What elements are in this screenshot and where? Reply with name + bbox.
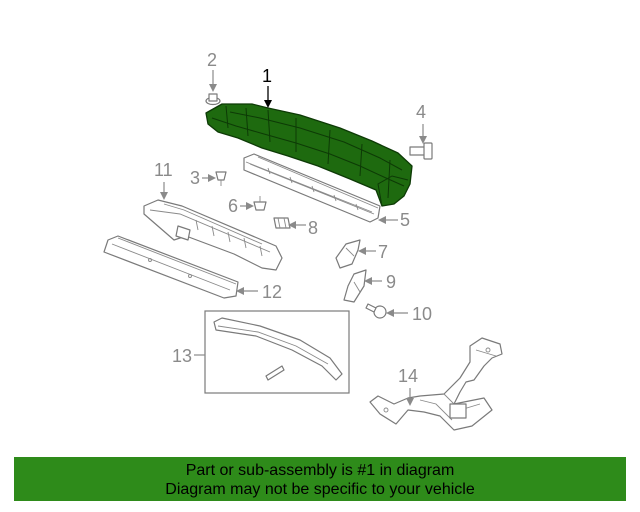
callout-8-label: 8 [308,218,318,238]
callout-8: 8 [288,218,318,238]
part-2-clip[interactable] [205,93,221,106]
part-1-bumper-absorber[interactable] [205,103,413,207]
part-3-clip[interactable] [215,171,227,186]
callout-10: 10 [386,304,432,324]
callout-10-label: 10 [412,304,432,324]
callout-1-label: 1 [262,66,272,86]
callout-2: 2 [207,50,217,92]
callout-7-label: 7 [378,242,388,262]
part-13-kit-box[interactable] [204,310,350,394]
callout-12-label: 12 [262,282,282,302]
part-10-bolt[interactable] [365,303,387,319]
part-8-clip[interactable] [273,217,291,229]
callout-14-label: 14 [398,366,418,386]
callout-4-label: 4 [416,102,426,122]
callout-9-label: 9 [386,272,396,292]
part-6-clip[interactable] [253,196,267,211]
callout-13: 13 [172,346,205,366]
part-9-bracket[interactable] [343,269,367,303]
callout-6: 6 [228,196,254,216]
notice-line-2: Diagram may not be specific to your vehi… [165,481,475,498]
callout-11-label: 11 [154,160,173,180]
part-11-absorber[interactable] [143,199,283,271]
part-7-bracket[interactable] [335,239,361,269]
callout-5-label: 5 [400,210,410,230]
callout-13-label: 13 [172,346,192,366]
callout-7: 7 [358,242,388,262]
parts-diagram: 1 2 4 5 3 [103,50,503,431]
part-4-bolt[interactable] [409,142,433,160]
callout-9: 9 [364,272,396,292]
callout-12: 12 [236,282,282,302]
callout-4: 4 [416,102,427,144]
callout-5: 5 [378,210,410,230]
notice-line-1: Part or sub-assembly is #1 in diagram [185,462,455,479]
callout-3-label: 3 [190,168,200,188]
callout-2-label: 2 [207,50,217,70]
callout-3: 3 [190,168,216,188]
callout-1: 1 [262,66,272,108]
part-14-hitch[interactable] [369,337,503,431]
diagram-notice-banner: Part or sub-assembly is #1 in diagram Di… [14,457,626,501]
part-12-beam[interactable] [103,235,239,299]
callout-14: 14 [398,366,418,406]
callout-11: 11 [154,160,173,200]
callout-6-label: 6 [228,196,238,216]
part-5-reinforcement[interactable] [243,153,381,223]
